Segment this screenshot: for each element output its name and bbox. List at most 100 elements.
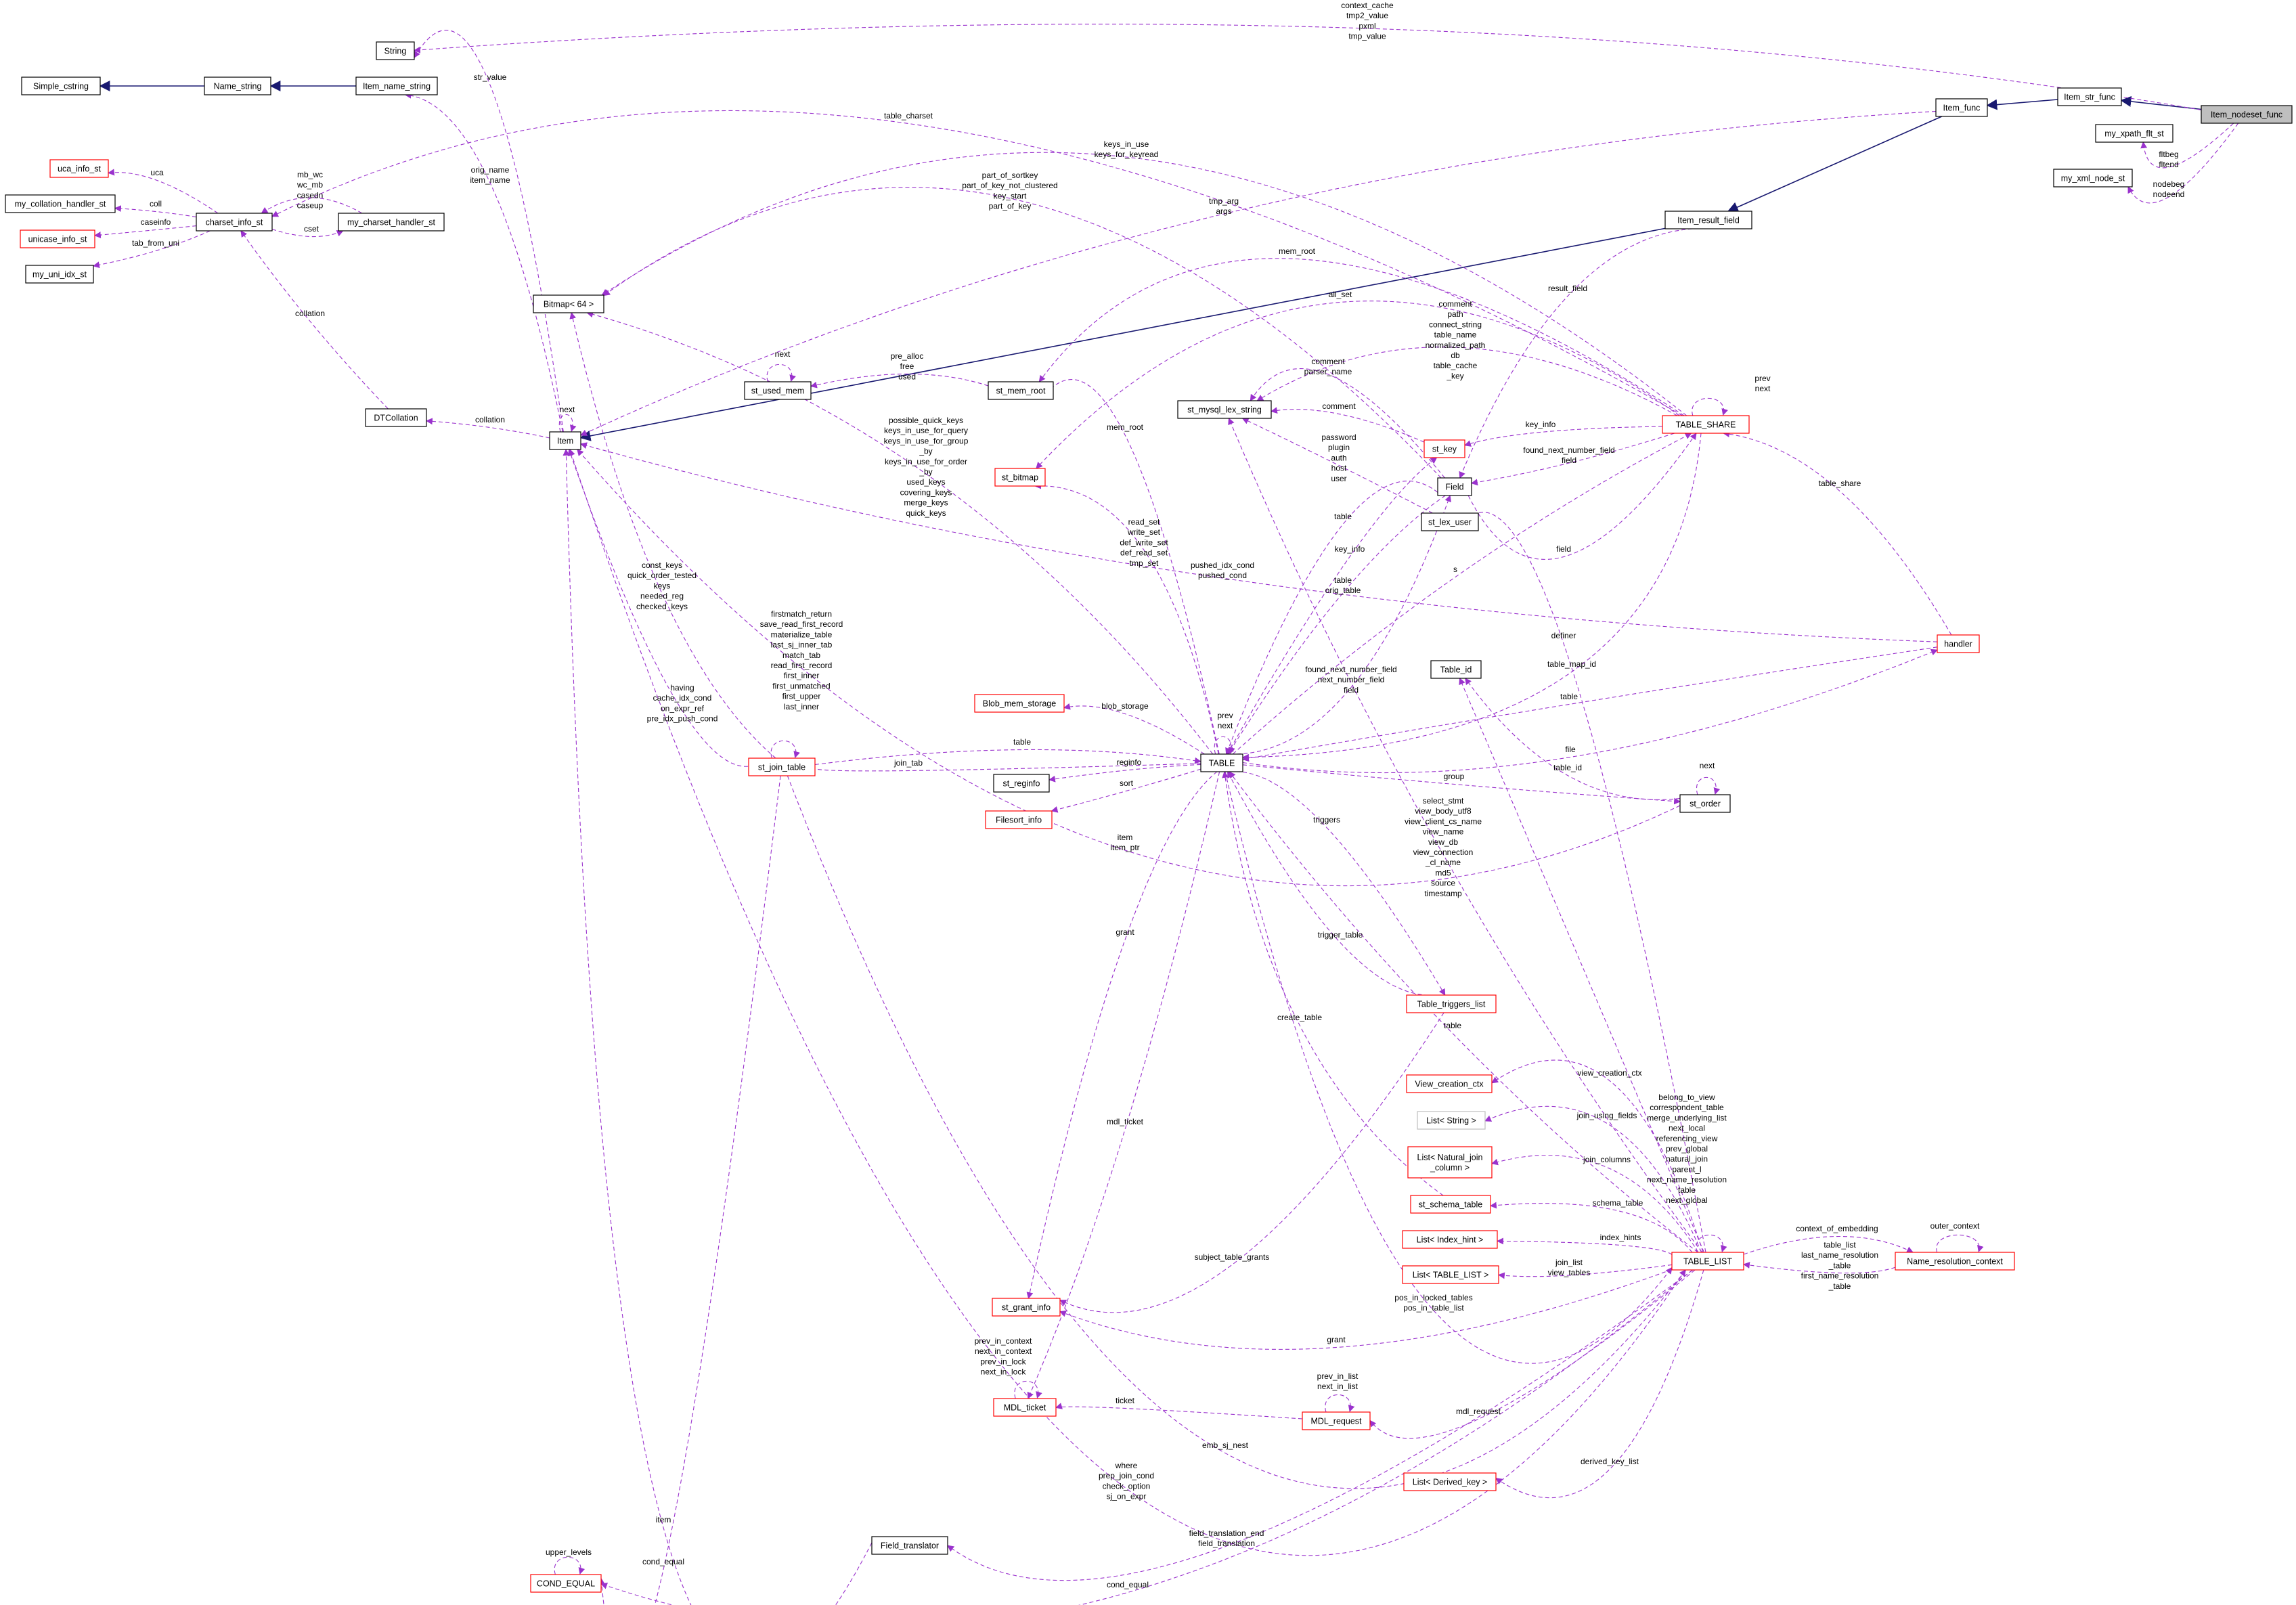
- node-item-str-func[interactable]: Item_str_func: [2057, 87, 2122, 106]
- node-item[interactable]: Item: [549, 431, 581, 450]
- node-my-charset-handler-st[interactable]: my_charset_handler_st: [338, 213, 445, 232]
- node-charset-info-st[interactable]: charset_info_st: [196, 213, 273, 232]
- node-label: TABLE_SHARE: [1676, 420, 1736, 430]
- node-string[interactable]: String: [376, 41, 415, 60]
- edge-label-line: password: [1321, 433, 1356, 442]
- node-my-xpath-flt-st[interactable]: my_xpath_flt_st: [2095, 124, 2173, 143]
- node-item-name-string[interactable]: Item_name_string: [355, 76, 438, 95]
- node-field[interactable]: Field: [1437, 477, 1472, 496]
- node-mdl-ticket[interactable]: MDL_ticket: [993, 1398, 1057, 1417]
- edge-st-join-table-to-table: [814, 749, 1201, 766]
- edge-label-line: pos_in_locked_tables: [1394, 1293, 1472, 1302]
- node-table-id[interactable]: Table_id: [1430, 660, 1482, 679]
- edge-table-to-st-order: [1242, 764, 1681, 805]
- node-table-list[interactable]: TABLE_LIST: [1671, 1252, 1744, 1271]
- node-st-mem-root[interactable]: st_mem_root: [988, 381, 1054, 400]
- node-name-resolution-context[interactable]: Name_resolution_context: [1895, 1252, 2015, 1271]
- node-label: List< TABLE_LIST >: [1413, 1271, 1489, 1280]
- edge-label-line: item_ptr: [1110, 843, 1139, 852]
- edge-label-line: view_name: [1423, 827, 1464, 837]
- node-blob-mem-storage[interactable]: Blob_mem_storage: [974, 694, 1065, 713]
- node-item-nodeset-func[interactable]: Item_nodeset_func: [2201, 105, 2293, 124]
- edge-label-sort: sort: [1120, 778, 1134, 788]
- node-view-creation-ctx[interactable]: View_creation_ctx: [1406, 1074, 1493, 1093]
- node-st-reginfo[interactable]: st_reginfo: [993, 774, 1050, 793]
- node-box: [1403, 1472, 1497, 1491]
- node-unicase-info-st[interactable]: unicase_info_st: [20, 229, 95, 248]
- edge-label-line: quick_keys: [906, 508, 946, 518]
- edge-label-line: args: [1216, 206, 1231, 216]
- edge-table-list-to-table: [1229, 771, 1698, 1253]
- edge-label-line: pxml: [1359, 21, 1375, 30]
- edge-table-list-to-list-string: [1484, 1105, 1702, 1253]
- node-st-lex-user[interactable]: st_lex_user: [1421, 512, 1479, 531]
- edge-label-table-id: table_id: [1553, 763, 1582, 772]
- node-uca-info-st[interactable]: uca_info_st: [49, 159, 109, 178]
- node-dtcollation[interactable]: DTCollation: [365, 408, 427, 427]
- node-list-table-list[interactable]: List< TABLE_LIST >: [1402, 1265, 1499, 1284]
- node-list-string[interactable]: List< String >: [1417, 1111, 1486, 1130]
- node-label: DTCollation: [374, 414, 418, 423]
- edge-table-list-to-cond-equal: [600, 1269, 1693, 1605]
- node-field-translator[interactable]: Field_translator: [871, 1536, 948, 1555]
- node-st-schema-table[interactable]: st_schema_table: [1410, 1195, 1491, 1214]
- edge-label-line: found_next_number_field: [1523, 445, 1614, 455]
- node-mdl-request[interactable]: MDL_request: [1302, 1411, 1371, 1430]
- node-bitmap64[interactable]: Bitmap< 64 >: [533, 294, 604, 313]
- edge-label-triggers: triggers: [1313, 815, 1340, 825]
- node-list-index-hint[interactable]: List< Index_hint >: [1402, 1230, 1498, 1249]
- node-name-string[interactable]: Name_string: [204, 76, 271, 95]
- edge-label-line: belong_to_view: [1658, 1093, 1715, 1102]
- edge-label-line: str_value: [474, 72, 507, 82]
- node-cond-equal[interactable]: COND_EQUAL: [530, 1574, 602, 1593]
- edge-label-line: const_keys: [642, 560, 682, 570]
- node-handler[interactable]: handler: [1937, 634, 1980, 653]
- edge-label-line: key_start: [994, 191, 1027, 200]
- edge-label-line: _by: [919, 447, 932, 456]
- edge-label-line: parent_l: [1672, 1164, 1701, 1174]
- node-my-xml-node-st[interactable]: my_xml_node_st: [2053, 169, 2133, 188]
- node-my-uni-idx-st[interactable]: my_uni_idx_st: [25, 265, 94, 284]
- edge-table-to-field: [1237, 495, 1451, 755]
- node-simple-cstring[interactable]: Simple_cstring: [21, 76, 101, 95]
- node-filesort-info[interactable]: Filesort_info: [985, 810, 1053, 829]
- node-st-grant-info[interactable]: st_grant_info: [992, 1298, 1061, 1317]
- node-my-collation-handler-st[interactable]: my_collation_handler_st: [5, 194, 116, 213]
- edge-label-line: _by: [919, 467, 932, 477]
- edge-table-to-table-list: [1224, 771, 1673, 1364]
- edge-table-list-to-table-list: [1696, 1234, 1727, 1253]
- edge-label-upper-levels: upper_levels: [546, 1547, 592, 1557]
- edge-label-field-share: field: [1556, 544, 1571, 554]
- node-list-natural-join-column[interactable]: List< Natural_join_column >: [1407, 1146, 1493, 1179]
- edge-label-line: first_upper: [782, 692, 821, 701]
- node-st-mysql-lex-string[interactable]: st_mysql_lex_string: [1177, 400, 1272, 419]
- node-st-join-table[interactable]: st_join_table: [748, 757, 816, 776]
- edge-st-join-table-to-table-list: [787, 775, 1686, 1489]
- node-st-used-mem[interactable]: st_used_mem: [744, 381, 812, 400]
- node-item-func[interactable]: Item_func: [1935, 98, 1988, 117]
- edge-label-line: orig_table: [1325, 586, 1361, 595]
- node-table[interactable]: TABLE: [1200, 753, 1243, 772]
- edge-label-line: join_list: [1555, 1258, 1583, 1267]
- edge-label-line: select_stmt: [1423, 796, 1464, 806]
- edge-label-line: fltend: [2159, 160, 2178, 169]
- node-table-triggers-list[interactable]: Table_triggers_list: [1406, 994, 1497, 1013]
- node-item-result-field[interactable]: Item_result_field: [1664, 211, 1752, 229]
- node-st-order[interactable]: st_order: [1679, 794, 1731, 813]
- node-table-share[interactable]: TABLE_SHARE: [1662, 415, 1750, 434]
- node-st-bitmap[interactable]: st_bitmap: [994, 468, 1046, 487]
- node-label: my_charset_handler_st: [347, 218, 435, 227]
- edge-field-to-st-mysql-lex-string: [1250, 368, 1445, 479]
- node-box: [549, 431, 581, 450]
- node-label: Table_id: [1440, 665, 1472, 675]
- edge-table-triggers-list-to-st-grant-info: [1059, 1012, 1444, 1313]
- node-label: st_mem_root: [996, 387, 1046, 396]
- node-list-derived-key[interactable]: List< Derived_key >: [1403, 1472, 1497, 1491]
- node-st-key[interactable]: st_key: [1423, 439, 1465, 458]
- node-box: [355, 76, 438, 95]
- edge-label-index-hints: index_hints: [1600, 1233, 1641, 1242]
